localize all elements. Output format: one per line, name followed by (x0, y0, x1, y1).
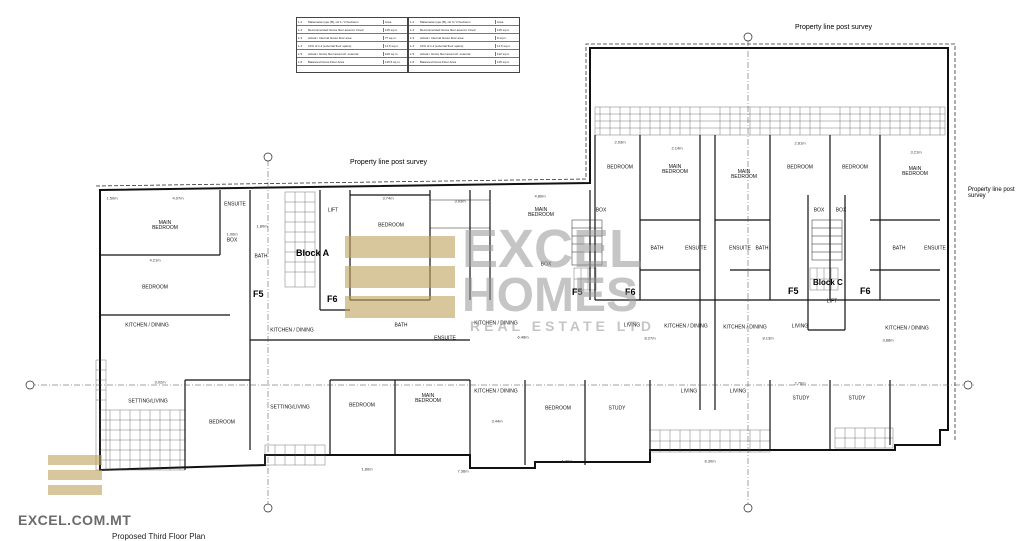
room-label-box-2: BOX (540, 261, 552, 268)
room-label-bath-5: BATH (892, 245, 906, 252)
room-label-kitchen-7: KITCHEN / DINING (885, 325, 929, 332)
room-label-ensuite-3: ENSUITE (685, 245, 707, 252)
room-label-main-bedroom-3: MAIN BEDROOM (528, 207, 554, 218)
dim-9: 2.93m (614, 139, 626, 145)
dim-22: 8.30m (704, 458, 716, 464)
room-label-bedroom-7: BEDROOM (787, 164, 813, 171)
flat-f6-label-2: F6 (625, 287, 636, 297)
room-label-lift-1: LIFT (327, 207, 339, 214)
room-label-kitchen-4: KITCHEN / DINING (474, 388, 518, 395)
property-line (95, 43, 956, 440)
room-label-main-bedroom-1: MAIN BEDROOM (152, 220, 178, 231)
room-label-bedroom-5: BEDROOM (545, 405, 571, 412)
room-label-ensuite-4: ENSUITE (729, 245, 751, 252)
room-label-living-4: LIVING (729, 388, 747, 395)
room-label-living-1: LIVING (623, 322, 641, 329)
room-label-kitchen-6: KITCHEN / DINING (723, 324, 767, 331)
dim-5: 3.74m (382, 195, 394, 201)
dim-21: 1.70m (561, 458, 573, 464)
room-label-study-1: STUDY (608, 405, 626, 412)
room-label-study-3: STUDY (848, 395, 866, 402)
block-a-label: Block A (296, 248, 330, 258)
room-label-ensuite-5: ENSUITE (924, 245, 946, 252)
grid-lines (30, 40, 975, 505)
room-label-box-1: BOX (226, 237, 238, 244)
dim-6: 4.21m (149, 257, 161, 263)
drawing-caption: Proposed Third Floor Plan (112, 532, 206, 541)
room-label-bedroom-6: BEDROOM (607, 164, 633, 171)
balcony-hatching (95, 106, 946, 471)
dim-7: 3.93m (454, 198, 466, 204)
watermark-real-estate: REAL ESTATE LTD (470, 318, 655, 334)
room-label-kitchen-1: KITCHEN / DINING (125, 322, 169, 329)
dim-16: 6.48m (517, 334, 529, 340)
property-line-label-left: Property line post survey (350, 159, 428, 166)
flat-f6-label-1: F6 (327, 294, 338, 304)
dim-15: 3.88m (882, 337, 894, 343)
dim-20: 7.36m (457, 468, 469, 474)
room-label-kitchen-2: KITCHEN / DINING (270, 327, 314, 334)
grid-markers (25, 32, 973, 513)
room-label-main-bedroom-4: MAIN BEDROOM (662, 164, 688, 175)
room-label-bedroom-1: BEDROOM (142, 284, 168, 291)
property-line-label-top: Property line post survey (795, 24, 873, 31)
room-label-bedroom-4: BEDROOM (349, 402, 375, 409)
dim-13: 8.27m (644, 335, 656, 341)
room-label-living-2: LIVING (680, 388, 698, 395)
dim-18: 2.76m (794, 380, 806, 386)
room-label-bath-2: BATH (394, 322, 408, 329)
dim-17: 3.02m (154, 379, 166, 385)
room-label-bedroom-3: BEDROOM (378, 222, 404, 229)
dim-1: 1.50m (106, 195, 118, 201)
property-line-label-right: Property line post survey (968, 187, 1015, 199)
room-label-bedroom-8: BEDROOM (842, 164, 868, 171)
room-label-box-4: BOX (813, 207, 825, 214)
room-label-setting-living-1: SETTING/LIVING (128, 398, 168, 405)
flat-f5-label-3: F5 (788, 286, 799, 296)
dim-3: 1.00m (226, 231, 238, 237)
block-c-label: Block C (813, 278, 843, 287)
room-label-bath-3: BATH (650, 245, 664, 252)
flat-f5-label-1: F5 (253, 289, 264, 299)
room-label-main-bedroom-2: MAIN BEDROOM (415, 393, 441, 404)
room-label-lift-2: LIFT (826, 298, 838, 305)
room-label-box-5: BOX (835, 207, 847, 214)
stairs (429, 199, 843, 266)
dim-12: 3.21m (910, 149, 922, 155)
room-label-study-2: STUDY (792, 395, 810, 402)
room-label-ensuite-1: ENSUITE (224, 201, 246, 208)
watermark-excel: EXCEL (462, 219, 643, 279)
room-label-setting-living-2: SETTING/LIVING (270, 404, 310, 411)
dim-11: 2.81m (794, 140, 806, 146)
dim-23: 1.80m (361, 466, 373, 472)
room-label-bath-1: BATH (254, 253, 268, 260)
room-label-bath-4: BATH (755, 245, 769, 252)
dim-19: 3.44m (491, 418, 503, 424)
room-label-box-3: BOX (595, 207, 607, 214)
room-label-living-3: LIVING (791, 323, 809, 330)
dim-10: 2.14m (671, 145, 683, 151)
room-label-main-bedroom-5: MAIN BEDROOM (731, 169, 757, 180)
room-label-ensuite-2: ENSUITE (434, 335, 456, 342)
watermark-homes: HOMES (462, 269, 639, 322)
brand-site-text: EXCEL.COM.MT (18, 512, 132, 528)
room-label-main-bedroom-6: MAIN BEDROOM (902, 166, 928, 177)
dim-4: 1.80m (256, 223, 268, 229)
dim-2: 4.07m (172, 195, 184, 201)
flat-f6-label-3: F6 (860, 286, 871, 296)
dim-14: 8.13m (762, 335, 774, 341)
flat-f5-label-2: F5 (572, 287, 583, 297)
room-label-bedroom-2: BEDROOM (209, 419, 235, 426)
room-label-kitchen-3: KITCHEN / DINING (474, 320, 518, 327)
room-label-kitchen-5: KITCHEN / DINING (664, 323, 708, 330)
dim-8: 4.80m (534, 193, 546, 199)
